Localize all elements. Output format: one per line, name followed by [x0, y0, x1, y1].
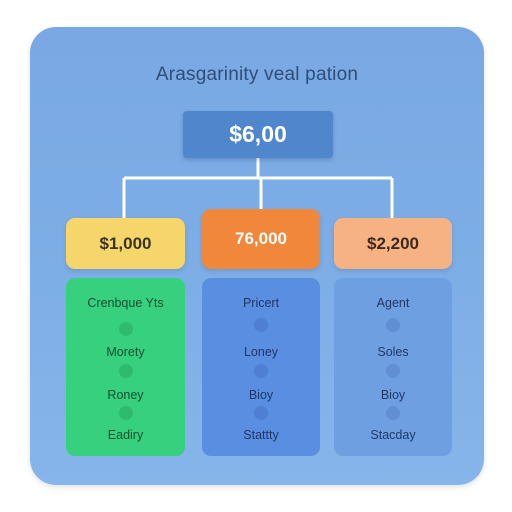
bullet-dot-icon [254, 318, 268, 332]
bullet-dot-icon [254, 364, 268, 378]
bullet-dot-icon [118, 406, 133, 420]
column-header-1: $1,000 [66, 218, 185, 269]
bullet-dot-icon [386, 364, 400, 378]
list-item: Roney [107, 388, 144, 402]
bullet-dot-icon [118, 364, 133, 378]
list-item: Stattty [243, 428, 279, 442]
bullet-dot-icon [118, 322, 133, 336]
column-header-3: $2,200 [334, 218, 452, 269]
bullet-dot-icon [254, 406, 268, 420]
column-body-1: Crenbque Yts Morety Roney Eadiry [66, 278, 185, 456]
bullet-dot-icon [386, 318, 400, 332]
list-item: Soles [377, 345, 409, 359]
list-item: Eadiry [107, 428, 144, 442]
list-item: Loney [243, 345, 279, 359]
list-item: Bioy [380, 388, 406, 402]
column-body-3: Agent Soles Bioy Stacday [334, 278, 452, 456]
diagram-title: Arasgarinity veal pation [155, 64, 359, 85]
list-item: Crenbque Yts [87, 296, 164, 310]
list-item: Bioy [248, 388, 274, 402]
column-header-2: 76,000 [202, 209, 320, 269]
list-item: Stacday [370, 428, 416, 442]
list-item: Pricert [242, 296, 280, 310]
column-body-2: Pricert Loney Bioy Stattty [202, 278, 320, 456]
list-item: Agent [376, 296, 410, 310]
list-item: Morety [106, 345, 145, 359]
root-node: $6,00 [183, 111, 333, 158]
bullet-dot-icon [386, 406, 400, 420]
